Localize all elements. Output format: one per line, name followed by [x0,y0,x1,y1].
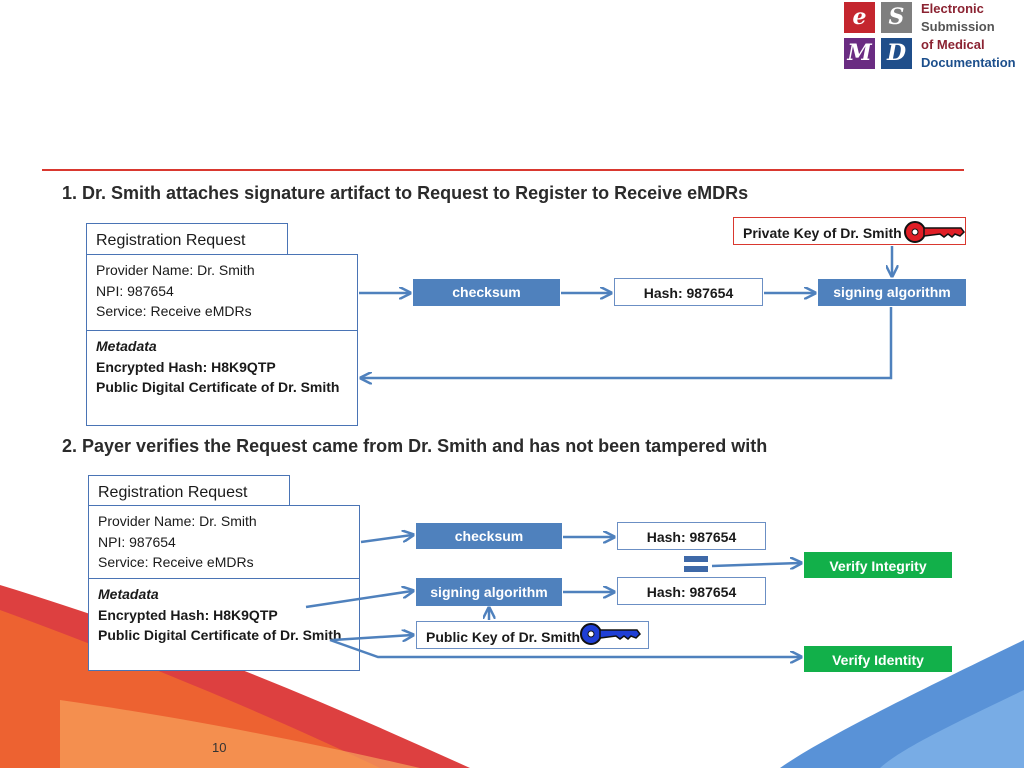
provider-npi: NPI: 987654 [96,282,174,299]
equals-icon [684,556,708,573]
title-rule [42,169,964,171]
step2-signing-algorithm-box: signing algorithm [416,578,562,606]
metadata-label: Metadata [96,338,157,354]
provider-name: Provider Name: Dr. Smith [96,262,255,278]
step1-heading: 1. Dr. Smith attaches signature artifact… [62,183,749,203]
logo-tile-s: S [881,2,912,33]
step2-hash-bottom-box: Hash: 987654 [617,577,766,605]
step2-heading: 2. Payer verifies the Request came from … [62,436,768,456]
logo-line: Submission [921,19,995,34]
metadata-label: Metadata [98,586,159,602]
step2-registration-tab: Registration Request [88,475,290,506]
logo-line: of Medical [921,37,985,52]
step2-metadata-panel: Metadata Encrypted Hash: H8K9QTP Public … [88,578,360,671]
public-certificate: Public Digital Certificate of Dr. Smith [96,379,340,395]
verify-identity-box: Verify Identity [804,646,952,672]
red-key-icon [904,221,965,243]
verify-integrity-box: Verify Integrity [804,552,952,578]
logo-line: Documentation [921,55,1016,70]
logo-tile-d: D [881,38,912,69]
provider-service: Service: Receive eMDRs [98,554,254,570]
step1-provider-panel: Provider Name: Dr. Smith NPI: 987654 Ser… [86,254,358,331]
step1-metadata-panel: Metadata Encrypted Hash: H8K9QTP Public … [86,330,358,426]
logo-line: Electronic [921,1,984,16]
step1-registration-tab: Registration Request [86,223,288,254]
provider-service: Service: Receive eMDRs [96,303,252,319]
logo-text: Electronic Submission of Medical Documen… [921,0,1016,72]
step2-provider-panel: Provider Name: Dr. Smith NPI: 987654 Ser… [88,505,360,579]
public-certificate: Public Digital Certificate of Dr. Smith [98,627,342,643]
step2-checksum-box: checksum [416,523,562,549]
step2-hash-top-box: Hash: 987654 [617,522,766,550]
step1-checksum-box: checksum [413,279,560,306]
provider-name: Provider Name: Dr. Smith [98,513,257,529]
page-number: 10 [212,740,227,755]
logo-tile-m: M [844,38,875,69]
blue-key-icon [580,623,641,645]
provider-npi: NPI: 987654 [98,533,176,550]
encrypted-hash: Encrypted Hash: H8K9QTP [96,358,276,375]
encrypted-hash: Encrypted Hash: H8K9QTP [98,606,278,623]
step1-hash-box: Hash: 987654 [614,278,763,306]
logo-tile-e: e [844,2,875,33]
step1-signing-algorithm-box: signing algorithm [818,279,966,306]
